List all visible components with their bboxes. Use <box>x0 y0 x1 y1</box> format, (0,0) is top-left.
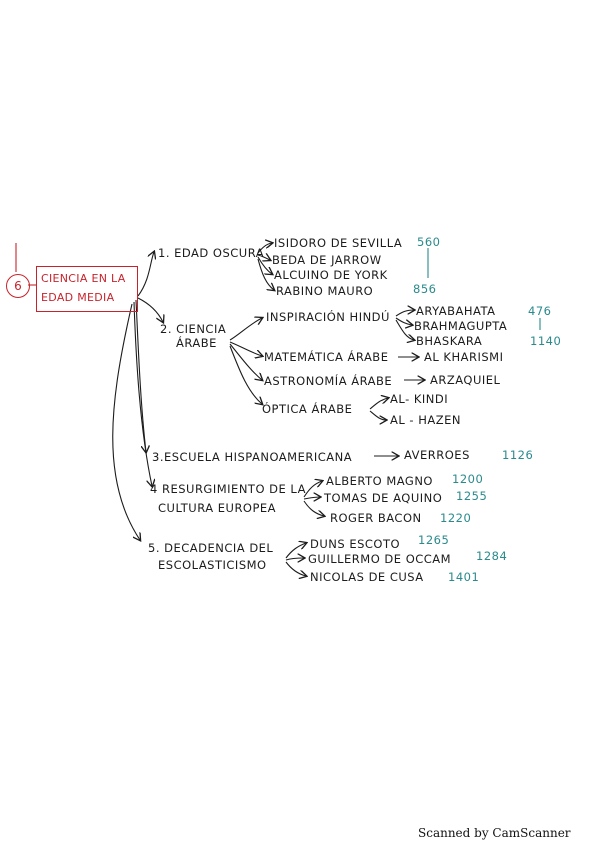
s5-item: DUNS ESCOTO <box>310 537 401 551</box>
s3-year: 1126 <box>502 448 534 462</box>
s2-optica: ÓPTICA ÁRABE <box>262 402 353 416</box>
s4-label-line2: CULTURA EUROPEA <box>158 501 277 515</box>
s1-item: ISIDORO DE SEVILLA <box>274 236 403 250</box>
s4-year: 1255 <box>456 489 488 503</box>
s3-label: 3.ESCUELA HISPANOAMERICANA <box>152 450 353 464</box>
s4-item: ROGER BACON <box>330 511 422 525</box>
s1-item: RABINO MAURO <box>276 284 374 298</box>
title-line2: EDAD MEDIA <box>41 291 115 304</box>
s2-astronomia-who: ARZAQUIEL <box>430 373 501 387</box>
hindu-year-end: 1140 <box>530 334 562 348</box>
hindu-year-start: 476 <box>528 304 552 318</box>
s4-item: TOMAS DE AQUINO <box>324 491 443 505</box>
s4-item: ALBERTO MAGNO <box>326 474 433 488</box>
s5-label-line2: ESCOLASTICISMO <box>158 558 267 572</box>
section-number-badge: 6 <box>6 274 30 298</box>
main-title-box: CIENCIA EN LA EDAD MEDIA <box>36 266 138 312</box>
hindu-item: BRAHMAGUPTA <box>414 319 508 333</box>
s4-label-line1: 4 RESURGIMIENTO DE LA <box>150 482 306 496</box>
s2-inspiracion: INSPIRACIÓN HINDÚ <box>266 310 390 324</box>
hindu-item: BHASKARA <box>416 334 483 348</box>
s5-label-line1: 5. DECADENCIA DEL <box>148 541 274 555</box>
s1-year-start: 560 <box>417 235 441 249</box>
s2-label-line2: ÁRABE <box>176 336 217 350</box>
s4-year: 1220 <box>440 511 472 525</box>
s3-who: AVERROES <box>404 448 470 462</box>
s2-matematica-who: AL KHARISMI <box>424 350 504 364</box>
s2-label-line1: 2. CIENCIA <box>160 322 227 336</box>
optica-who: AL - HAZEN <box>390 413 461 427</box>
s5-item: NICOLAS DE CUSA <box>310 570 424 584</box>
s5-year: 1284 <box>476 549 508 563</box>
title-line1: CIENCIA EN LA <box>41 272 126 285</box>
hindu-item: ARYABAHATA <box>416 304 496 318</box>
s2-astronomia: ASTRONOMÍA ÁRABE <box>264 374 393 388</box>
s1-year-end: 856 <box>413 282 437 296</box>
s1-item: BEDA DE JARROW <box>272 253 382 267</box>
s5-year: 1401 <box>448 570 480 584</box>
optica-who: AL- KINDI <box>390 392 449 406</box>
s1-item: ALCUINO DE YORK <box>274 268 388 282</box>
s2-matematica: MATEMÁTICA ÁRABE <box>264 350 389 364</box>
s5-item: GUILLERMO DE OCCAM <box>308 552 452 566</box>
s1-label: 1. EDAD OSCURA <box>158 246 265 260</box>
scanner-watermark: Scanned by CamScanner <box>418 826 571 840</box>
s4-year: 1200 <box>452 472 484 486</box>
s5-year: 1265 <box>418 533 450 547</box>
